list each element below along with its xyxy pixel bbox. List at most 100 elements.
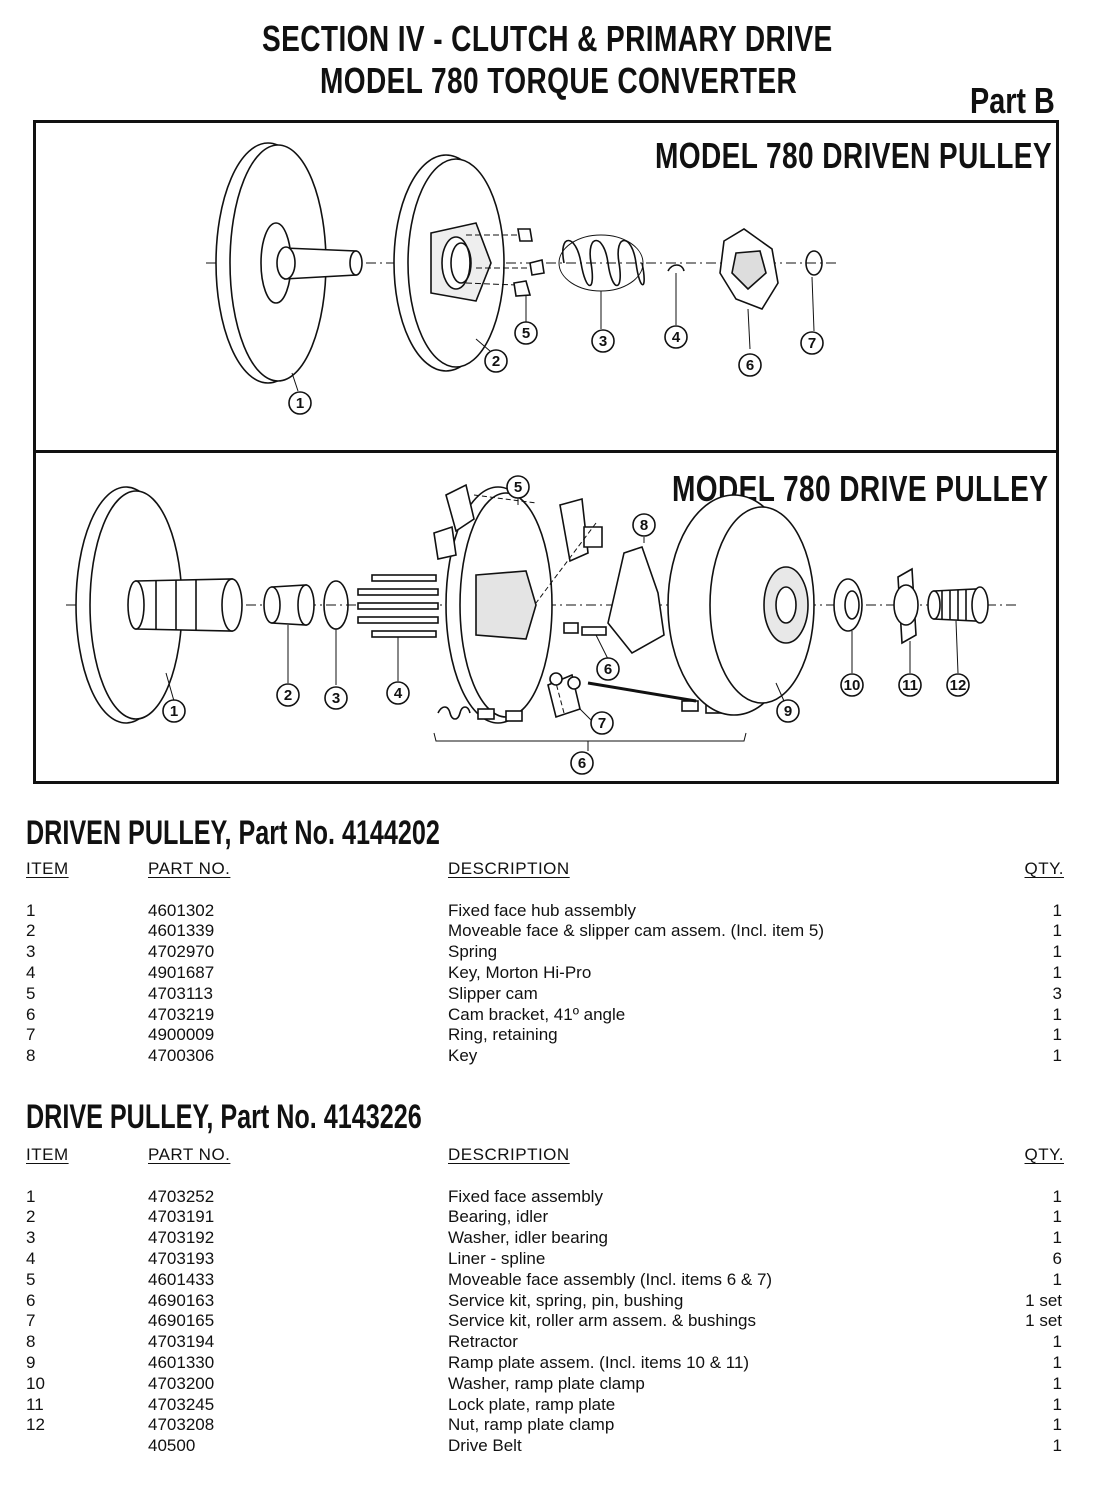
part-number-cell: 4703194 <box>148 1332 215 1352</box>
description-cell: Nut, ramp plate clamp <box>448 1415 615 1435</box>
driven-part-7-ring <box>805 250 823 276</box>
col-desc: DESCRIPTION <box>448 1145 570 1164</box>
drive-callout-12: 12 <box>950 677 967 694</box>
col-qty: QTY. <box>1024 1145 1064 1164</box>
quantity-cell: 1 <box>1052 921 1062 941</box>
table-header-row: ITEM PART NO. DESCRIPTION QTY. <box>0 1145 1102 1166</box>
item-cell: 5 <box>26 983 36 1003</box>
item-cell: 2 <box>26 921 36 941</box>
drive-callout-6-bottom: 6 <box>578 755 586 772</box>
part-number-cell: 4702970 <box>148 942 215 962</box>
driven-callout-2: 2 <box>492 353 500 370</box>
driven-callout-5: 5 <box>522 325 530 342</box>
item-cell: 3 <box>26 942 36 962</box>
item-cell: 6 <box>26 1290 36 1310</box>
drive-callout-11: 11 <box>902 677 918 694</box>
part-number-cell: 4690163 <box>148 1290 215 1310</box>
table-header-row: ITEM PART NO. DESCRIPTION QTY. <box>0 859 1102 880</box>
item-cell: 7 <box>26 1025 36 1045</box>
item-cell: 8 <box>26 1332 36 1352</box>
driven-pulley-heading: DRIVEN PULLEY, Part No. 4144202 <box>26 814 440 852</box>
part-number-cell: 4601433 <box>148 1269 215 1289</box>
drive-callout-6: 6 <box>604 661 612 678</box>
drive-part-10-washer <box>833 578 863 632</box>
item-cell: 1 <box>26 1186 36 1206</box>
driven-callout-7: 7 <box>808 335 816 352</box>
item-cell: 8 <box>26 1046 36 1066</box>
item-cell: 5 <box>26 1269 36 1289</box>
quantity-cell: 1 <box>1052 1269 1062 1289</box>
description-cell: Bearing, idler <box>448 1207 549 1227</box>
quantity-cell: 1 set <box>1025 1290 1062 1310</box>
part-number-cell: 4703219 <box>148 1004 215 1024</box>
part-number-cell: 4703245 <box>148 1394 215 1414</box>
part-number-cell: 4703208 <box>148 1415 215 1435</box>
description-cell: Ring, retaining <box>448 1025 558 1045</box>
col-part: PART NO. <box>148 1145 231 1164</box>
item-cell: 2 <box>26 1207 36 1227</box>
quantity-cell: 1 <box>1052 942 1062 962</box>
driven-part-6-cam-bracket <box>719 228 779 310</box>
part-number-cell: 4690165 <box>148 1311 215 1331</box>
quantity-cell: 6 <box>1052 1248 1062 1268</box>
drive-part-2-bearing <box>263 584 315 626</box>
table-row: 7 4690165 Service kit, roller arm assem. &… <box>0 1311 1102 1332</box>
description-cell: Service kit, roller arm assem. & bushing… <box>448 1311 756 1331</box>
col-part: PART NO. <box>148 859 231 878</box>
model-title: MODEL 780 TORQUE CONVERTER <box>320 60 798 101</box>
drive-part-8-retractor <box>607 545 665 655</box>
drive-part-5-moveable-face <box>433 483 603 724</box>
description-cell: Fixed face assembly <box>448 1186 603 1206</box>
driven-part-2-moveable-face <box>393 154 505 372</box>
drive-callout-4: 4 <box>394 685 403 702</box>
part-number-cell: 4700306 <box>148 1046 215 1066</box>
drive-callout-7: 7 <box>598 715 606 732</box>
col-qty: QTY. <box>1024 859 1064 878</box>
part-number-cell: 4703192 <box>148 1228 215 1248</box>
item-cell: 7 <box>26 1311 36 1331</box>
description-cell: Spring <box>448 942 498 962</box>
quantity-cell: 1 <box>1052 1352 1062 1372</box>
exploded-view-illustration: 1 2 3 4 5 6 7 1 2 3 4 5 6 7 8 9 10 11 12… <box>66 142 1016 775</box>
description-cell: Retractor <box>448 1332 518 1352</box>
description-cell: Liner - spline <box>448 1248 546 1268</box>
drive-callout-8: 8 <box>640 517 648 534</box>
quantity-cell: 3 <box>1052 983 1062 1003</box>
description-cell: Moveable face & slipper cam assem. (Incl… <box>448 921 825 941</box>
item-cell: 4 <box>26 962 36 982</box>
item-cell: 3 <box>26 1228 36 1248</box>
quantity-cell: 1 <box>1052 1046 1062 1066</box>
drive-callout-5: 5 <box>514 479 522 496</box>
part-number-cell: 4900009 <box>148 1025 215 1045</box>
item-cell: 1 <box>26 900 36 920</box>
part-label: Part B <box>970 80 1055 121</box>
description-cell: Drive Belt <box>448 1436 522 1456</box>
part-number-cell: 4703113 <box>148 983 213 1003</box>
description-cell: Moveable face assembly (Incl. items 6 & … <box>448 1269 773 1289</box>
driven-callout-1: 1 <box>296 395 304 412</box>
driven-callout-4: 4 <box>672 329 681 346</box>
description-cell: Washer, ramp plate clamp <box>448 1373 645 1393</box>
driven-slipper-cam-shapes <box>513 228 545 297</box>
quantity-cell: 1 <box>1052 1373 1062 1393</box>
table-row: 5 4601433 Moveable face assembly (Incl. it… <box>0 1270 1102 1291</box>
col-desc: DESCRIPTION <box>448 859 570 878</box>
quantity-cell: 1 <box>1052 1004 1062 1024</box>
drive-part-11-lock-plate <box>893 567 919 645</box>
part-number-cell: 4703200 <box>148 1373 215 1393</box>
quantity-cell: 1 <box>1052 962 1062 982</box>
quantity-cell: 1 <box>1052 1186 1062 1206</box>
